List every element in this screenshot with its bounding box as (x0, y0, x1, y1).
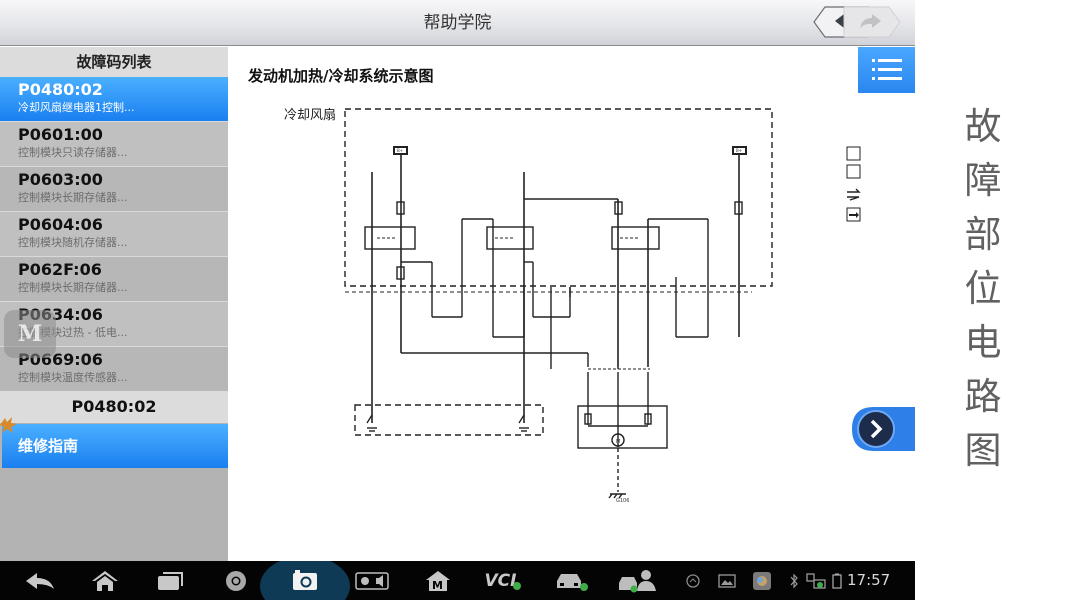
dtc-code: P062F:06 (18, 260, 102, 279)
swap-icon (847, 188, 861, 201)
list-menu-icon (872, 59, 902, 80)
dtc-list-item[interactable]: P0480:02 冷却风扇继电器1控制... (0, 77, 228, 122)
recent-apps-icon[interactable] (150, 561, 190, 600)
selected-dtc-code: P0480:02 (0, 391, 228, 423)
network-icon (804, 561, 828, 600)
dtc-code: P0480:02 (18, 80, 103, 99)
connector-pin-icon (846, 164, 861, 179)
fan-motor-module (577, 405, 668, 449)
app-screen: 帮助学院 故障码列表 P0480:02 冷却风扇继电器1控制... P0601:00… (0, 0, 915, 600)
floating-assistant-badge[interactable]: M (4, 310, 56, 358)
clock: 17:57 (847, 571, 891, 589)
main-content: B+ B+ G106 M 发动机加热/冷却系统示意图 冷却风扇 (230, 47, 915, 561)
maxisys-icon[interactable]: M (418, 561, 458, 600)
remote-expert-icon[interactable] (614, 561, 664, 600)
chassis-ground (608, 493, 626, 499)
svg-text:G106: G106 (616, 498, 629, 504)
side-caption-char: 部 (964, 213, 1002, 256)
dtc-description: 控制模块随机存储器... (18, 236, 128, 249)
side-caption-char: 障 (964, 159, 1002, 202)
next-page-button[interactable] (852, 405, 915, 453)
dtc-list-item[interactable]: P0603:00 控制模块长期存储器... (0, 167, 228, 212)
svg-text:M: M (432, 579, 443, 592)
wiring-diagram[interactable]: B+ B+ G106 M (230, 47, 915, 561)
diagram-title: 发动机加热/冷却系统示意图 (248, 67, 434, 85)
fuse (396, 201, 405, 215)
home-icon[interactable] (85, 561, 125, 600)
relay-1 (364, 226, 416, 250)
dtc-list: P0480:02 冷却风扇继电器1控制... P0601:00 控制模块只读存储器..… (0, 77, 228, 392)
brightness-volume-icon[interactable] (352, 561, 392, 600)
side-caption-char: 路 (964, 375, 1002, 418)
dtc-list-title: 故障码列表 (0, 47, 228, 77)
battery-icon (830, 561, 844, 600)
diagram-subtitle: 冷却风扇 (284, 108, 337, 123)
dtc-code: P0603:00 (18, 170, 103, 189)
side-caption-char: 位 (964, 267, 1002, 310)
side-caption: 故障部位电路图 (963, 100, 1003, 478)
gallery-icon[interactable] (712, 561, 742, 600)
app-icon[interactable] (747, 561, 777, 600)
connector-view-icon (846, 146, 861, 161)
side-caption-char: 故 (964, 105, 1002, 148)
header-bar: 帮助学院 (0, 0, 915, 46)
side-caption-char: 图 (964, 429, 1002, 472)
svg-text:M: M (616, 439, 620, 445)
svg-text:B+: B+ (736, 148, 742, 153)
browser-icon[interactable] (216, 561, 256, 600)
forward-button[interactable] (843, 6, 901, 38)
dtc-list-item[interactable]: P0601:00 控制模块只读存储器... (0, 122, 228, 167)
bluetooth-icon (786, 561, 802, 600)
repair-guide-button[interactable]: 维修指南 (2, 424, 228, 468)
dtc-description: 控制模块长期存储器... (18, 191, 128, 204)
forward-arrow-icon (860, 14, 881, 28)
dtc-description: 控制模块只读存储器... (18, 146, 128, 159)
fuse-block-outline (344, 108, 773, 287)
relay-2 (486, 226, 534, 250)
page-title: 帮助学院 (423, 13, 492, 33)
fuse (396, 266, 405, 280)
back-icon[interactable] (20, 561, 60, 600)
dtc-description: 冷却风扇继电器1控制... (18, 101, 135, 114)
arrow-right-icon (846, 207, 861, 222)
fan-motor (611, 433, 625, 447)
dtc-code: P0604:06 (18, 215, 103, 234)
chevron-right-icon (870, 419, 883, 439)
svg-text:B+: B+ (397, 148, 403, 153)
menu-button[interactable] (858, 47, 915, 93)
ground-module-outline (354, 404, 544, 436)
camera-button[interactable] (260, 561, 350, 600)
dtc-list-item[interactable]: P0604:06 控制模块随机存储器... (0, 212, 228, 257)
fuse (734, 201, 743, 215)
dtc-list-item[interactable]: P062F:06 控制模块长期存储器... (0, 257, 228, 302)
dtc-code: P0601:00 (18, 125, 103, 144)
relay-3 (611, 226, 660, 250)
gauge-icon[interactable] (678, 561, 708, 600)
vehicle-icon[interactable] (550, 561, 594, 600)
leaf-icon (0, 417, 17, 433)
dtc-description: 控制模块温度传感器... (18, 371, 128, 384)
dtc-list-panel: 故障码列表 P0480:02 冷却风扇继电器1控制... P0601:00 控制模块只… (0, 47, 228, 561)
system-taskbar: M VCI 17:57 (0, 561, 915, 600)
side-caption-char: 电 (964, 321, 1002, 364)
dtc-description: 控制模块长期存储器... (18, 281, 128, 294)
vci-icon[interactable]: VCI (478, 561, 528, 600)
